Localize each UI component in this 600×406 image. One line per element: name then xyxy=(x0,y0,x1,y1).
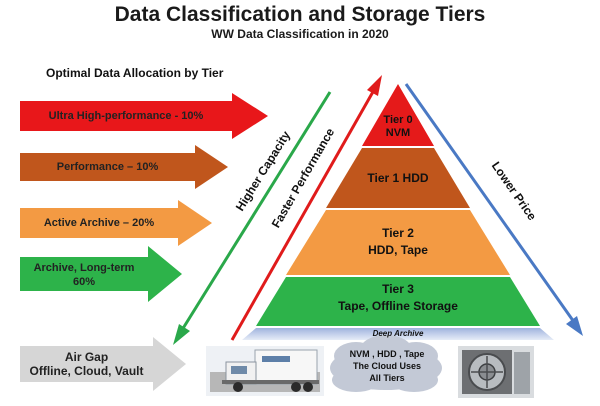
tier-0-name: Tier 0 xyxy=(383,114,413,126)
tier-2-label: Tier 2 HDD, Tape xyxy=(320,225,476,259)
tier-deep-archive-name: Deep Archive xyxy=(372,329,424,338)
capacity-arrow-head xyxy=(173,324,190,345)
tier-1-label: Tier 1 HDD xyxy=(340,171,456,186)
allocation-heading: Optimal Data Allocation by Tier xyxy=(46,66,224,80)
tier-0-media: NVM xyxy=(385,127,411,139)
page-title: Data Classification and Storage Tiers xyxy=(114,3,486,26)
page-subtitle: WW Data Classification in 2020 xyxy=(211,27,389,41)
vault-door-icon xyxy=(458,346,534,398)
tier-2-name: Tier 2 xyxy=(382,226,414,240)
price-arrow-line xyxy=(404,83,576,323)
capacity-arrow-line xyxy=(180,91,332,331)
allocation-arrow-ultra xyxy=(20,93,268,139)
cloud-text: NVM , HDD , Tape The Cloud Uses All Tier… xyxy=(334,348,440,384)
allocation-label-archive: Archive, Long-term 60% xyxy=(33,262,135,288)
allocation-label-performance: Performance – 10% xyxy=(56,161,159,173)
pyramid-tier-2 xyxy=(286,210,510,275)
cloud-line-2: The Cloud Uses xyxy=(352,361,421,371)
performance-arrow-line xyxy=(230,89,376,341)
allocation-arrow-archive xyxy=(20,246,182,302)
delivery-truck-icon xyxy=(206,346,324,396)
pyramid-tier-0 xyxy=(362,84,434,146)
pyramid-tier-deep-archive xyxy=(242,328,554,340)
price-arrow-head xyxy=(566,316,583,336)
tier-0-label: Tier 0 NVM xyxy=(370,114,426,140)
tier-3-label: Tier 3 Tape, Offline Storage xyxy=(298,281,498,315)
pyramid-tier-1 xyxy=(326,148,470,208)
tier-2-media: HDD, Tape xyxy=(368,243,428,257)
performance-arrow-head xyxy=(367,75,382,96)
cloud-line-3: All Tiers xyxy=(369,373,405,383)
allocation-label-active-archive: Active Archive – 20% xyxy=(43,217,155,229)
allocation-arrow-performance xyxy=(20,145,228,189)
cloud-line-1: NVM , HDD , Tape xyxy=(349,349,425,359)
allocation-arrow-active-archive xyxy=(20,200,212,246)
tier-1-name: Tier 1 HDD xyxy=(367,171,429,185)
tier-3-name: Tier 3 xyxy=(382,282,414,296)
pyramid-tier-3 xyxy=(256,277,540,326)
cloud-shape xyxy=(330,335,442,392)
allocation-label-air-gap: Air Gap Offline, Cloud, Vault xyxy=(29,350,144,378)
allocation-label-ultra: Ultra High-performance - 10% xyxy=(48,110,204,122)
tier-3-media: Tape, Offline Storage xyxy=(338,299,458,313)
tier-deep-archive-label: Deep Archive xyxy=(320,328,476,339)
allocation-arrow-air-gap xyxy=(20,337,186,391)
